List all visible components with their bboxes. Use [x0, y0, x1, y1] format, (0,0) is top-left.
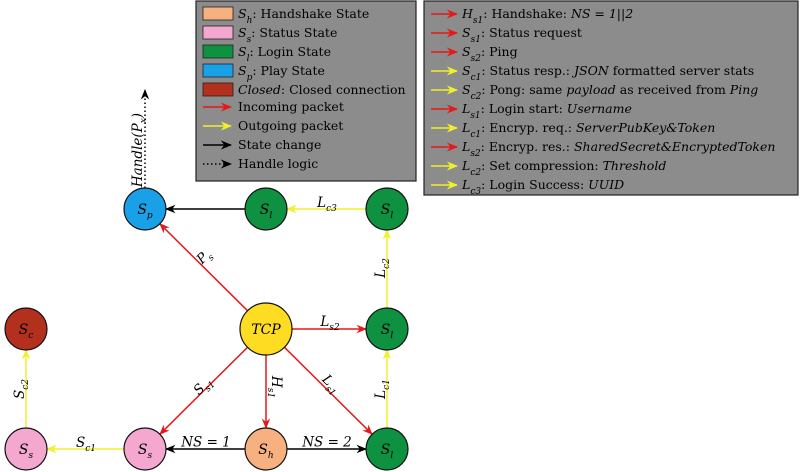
node-Sl_top_right: Sl	[365, 187, 409, 231]
edge-label-Lc1: Lc1	[373, 379, 392, 400]
node-Ss_left: Ss	[4, 427, 48, 471]
packet-Ss2: Ss2: Ping	[431, 44, 518, 64]
node-circle	[239, 302, 293, 356]
node-circle	[123, 427, 167, 471]
node-circle	[4, 427, 48, 471]
node-Sl_bottom_right: Sl	[365, 427, 409, 471]
legend-swatch-closed	[202, 82, 234, 97]
legend-state-closed: Closed: Closed connection	[202, 82, 406, 97]
legend-state-handshake: Sh: Handshake State	[202, 6, 369, 26]
edge-label-Lc2: Lc2	[373, 258, 392, 279]
legend-arrow-label-state_change: State change	[238, 137, 321, 152]
node-label: Sl	[381, 202, 394, 221]
edge-label-Lc3: Lc3	[316, 195, 337, 214]
edge-Ls1	[283, 346, 373, 435]
packet-label: Ls1: Login start: Username	[461, 101, 632, 121]
edge-label-handle: Handle(Px)	[130, 113, 149, 188]
node-Sl_top_mid: Sl	[244, 187, 288, 231]
node-label: Ss	[19, 442, 34, 461]
packet-Lc3: Lc3: Login Success: UUID	[431, 177, 624, 197]
legend-swatch-status	[202, 25, 234, 40]
node-circle	[365, 307, 409, 351]
legend-arrow-label-incoming: Incoming packet	[238, 99, 344, 114]
legend-arrow-handle_logic: Handle logic	[203, 156, 318, 171]
edge-label-Ls2: Ls2	[319, 314, 340, 333]
node-label: TCP	[251, 322, 281, 338]
node-Sh: Sh	[244, 427, 288, 471]
edge-label-Hs1: Hs1	[266, 375, 285, 398]
legend-label-handshake: Sh: Handshake State	[238, 6, 369, 26]
legend-label-play: Sp: Play State	[238, 63, 325, 83]
edge-label-NS1: NS = 1	[180, 435, 231, 451]
node-label: Sh	[258, 442, 273, 461]
node-label: Sc	[19, 322, 34, 341]
packet-Ls1: Ls1: Login start: Username	[431, 101, 632, 121]
node-circle	[4, 307, 48, 351]
node-circle	[365, 427, 409, 471]
edge-label-Ls1: Ls1	[316, 370, 344, 398]
packet-label: Lc1: Encryp. req.: ServerPubKey&Token	[461, 120, 715, 140]
legend-state-status: Ss: Status State	[202, 25, 337, 45]
node-label: Ss	[138, 442, 153, 461]
edges	[21, 88, 392, 454]
packet-label: Lc3: Login Success: UUID	[461, 177, 624, 197]
node-TCP: TCP	[239, 302, 293, 356]
node-Sp: Sp	[123, 187, 167, 231]
legend-arrow-outgoing: Outgoing packet	[203, 118, 343, 133]
legend-label-closed: Closed: Closed connection	[238, 82, 406, 97]
edge-Ss1	[159, 346, 249, 435]
node-Ss_mid: Ss	[123, 427, 167, 471]
edge-Ps	[159, 223, 249, 312]
node-label: Sl	[260, 202, 273, 221]
node-circle	[244, 187, 288, 231]
node-circle	[244, 427, 288, 471]
legend-swatch-login	[202, 44, 234, 59]
packet-Sc2: Sc2: Pong: same payload as received from…	[431, 82, 758, 102]
legend-state-login: Sl: Login State	[202, 44, 331, 64]
legend-arrow-incoming: Incoming packet	[203, 99, 344, 114]
legend-swatch-handshake	[202, 6, 234, 21]
packet-label: Lc2: Set compression: Threshold	[461, 158, 666, 178]
packet-Hs1: Hs1: Handshake: NS = 1||2	[431, 6, 633, 26]
packet-Ss1: Ss1: Status request	[431, 25, 582, 45]
node-Sl_mid_right: Sl	[365, 307, 409, 351]
node-label: Sl	[381, 442, 394, 461]
legend-state-play: Sp: Play State	[202, 63, 325, 83]
legend-swatch-play	[202, 63, 234, 78]
node-label: Sl	[381, 322, 394, 341]
packet-label: Hs1: Handshake: NS = 1||2	[461, 6, 633, 26]
node-circle	[123, 187, 167, 231]
legend-label-login: Sl: Login State	[238, 44, 331, 64]
packet-label: Ss2: Ping	[462, 44, 518, 64]
node-Sc: Sc	[4, 307, 48, 351]
legend-arrow-label-handle_logic: Handle logic	[238, 156, 318, 171]
packet-label: Ls2: Encryp. res.: SharedSecret&Encrypte…	[461, 139, 775, 159]
edge-label-Ps: Ps	[192, 246, 216, 270]
packet-Sc1: Sc1: Status resp.: JSON formatted server…	[431, 63, 754, 83]
packet-Lc1: Lc1: Encryp. req.: ServerPubKey&Token	[431, 120, 715, 140]
legend-arrow-state_change: State change	[203, 137, 321, 152]
legend-arrow-label-outgoing: Outgoing packet	[238, 118, 343, 133]
edge-label-Sc1: Sc1	[76, 435, 96, 454]
packet-label: Sc1: Status resp.: JSON formatted server…	[462, 63, 754, 83]
node-label: Sp	[137, 202, 153, 221]
edge-label-Ss1: Ss1	[190, 373, 217, 400]
packet-label: Sc2: Pong: same payload as received from…	[462, 82, 758, 102]
legend-label-status: Ss: Status State	[238, 25, 337, 45]
edge-label-NS2: NS = 2	[301, 435, 352, 451]
node-circle	[365, 187, 409, 231]
packet-Lc2: Lc2: Set compression: Threshold	[431, 158, 666, 178]
packet-label: Ss1: Status request	[462, 25, 582, 45]
packet-Ls2: Ls2: Encryp. res.: SharedSecret&Encrypte…	[431, 139, 775, 159]
edge-label-Sc2: Sc2	[12, 379, 31, 399]
